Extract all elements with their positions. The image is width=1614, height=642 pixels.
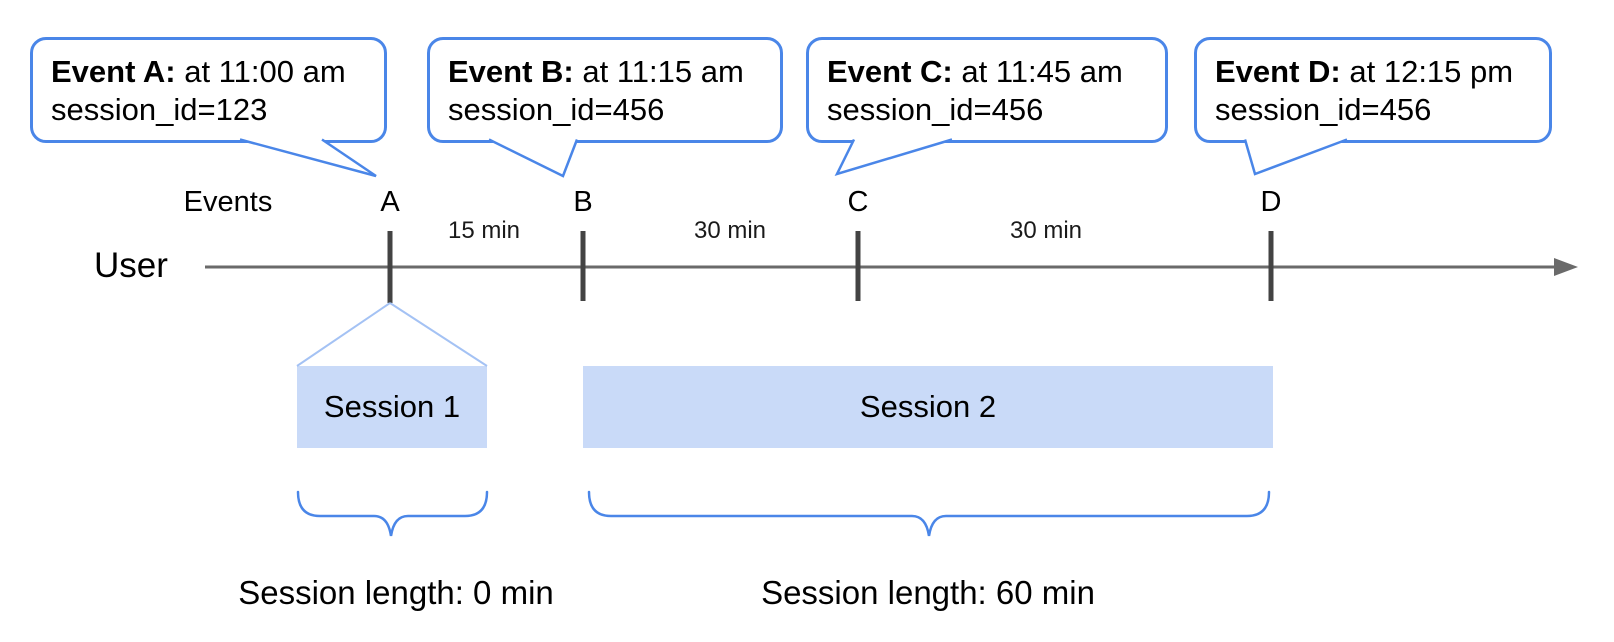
timeline-arrowhead-icon	[1554, 258, 1578, 276]
interval-c-d: 30 min	[1009, 217, 1083, 244]
callout-event-d: Event D: at 12:15 pm session_id=456	[1194, 37, 1552, 143]
event-c-name: Event C:	[827, 54, 953, 89]
event-marker-b: B	[573, 186, 593, 218]
session-1-length-label: Session length: 0 min	[238, 574, 554, 611]
event-b-session-id: session_id=456	[448, 92, 665, 127]
event-marker-a: A	[380, 186, 400, 218]
interval-b-c: 30 min	[693, 217, 767, 244]
session-1-label: Session 1	[323, 389, 461, 424]
callout-d-tail	[1243, 138, 1348, 176]
event-d-session-id: session_id=456	[1215, 92, 1432, 127]
session-2-label: Session 2	[859, 389, 997, 424]
session-2-brace	[587, 490, 1271, 537]
callout-a-tail	[239, 138, 377, 178]
event-a-name: Event A:	[51, 54, 176, 89]
callout-event-b: Event B: at 11:15 am session_id=456	[427, 37, 783, 143]
interval-a-b: 15 min	[447, 217, 521, 244]
event-a-session-id: session_id=123	[51, 92, 268, 127]
callout-b-tail	[488, 138, 579, 178]
session-1-box: Session 1	[297, 366, 487, 448]
event-b-time: at 11:15 am	[582, 54, 744, 89]
event-b-name: Event B:	[448, 54, 574, 89]
callout-event-c: Event C: at 11:45 am session_id=456	[806, 37, 1168, 143]
callout-c-tail	[834, 138, 953, 177]
event-c-time: at 11:45 am	[961, 54, 1123, 89]
event-d-time: at 12:15 pm	[1349, 54, 1514, 89]
event-marker-c: C	[847, 186, 869, 218]
session-2-length-label: Session length: 60 min	[761, 574, 1095, 611]
session-1-funnel-lines	[296, 302, 488, 367]
events-axis-label: Events	[183, 186, 273, 218]
session-2-box: Session 2	[583, 366, 1273, 448]
callout-event-a: Event A: at 11:00 am session_id=123	[30, 37, 387, 143]
event-d-name: Event D:	[1215, 54, 1341, 89]
event-a-time: at 11:00 am	[184, 54, 346, 89]
event-marker-d: D	[1260, 186, 1282, 218]
user-axis-label: User	[94, 246, 168, 285]
event-c-session-id: session_id=456	[827, 92, 1044, 127]
session-1-brace	[296, 490, 489, 537]
